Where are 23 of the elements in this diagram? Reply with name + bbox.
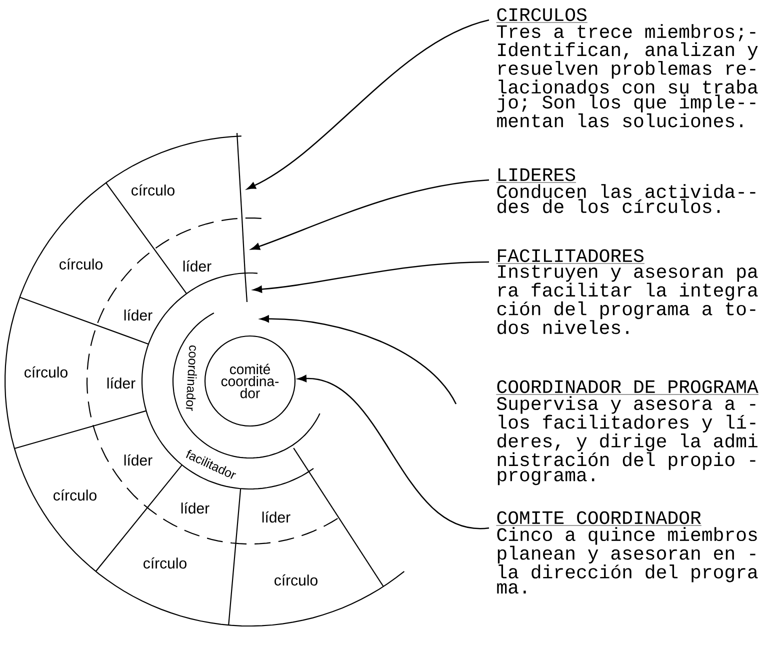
- arrow: [250, 179, 490, 250]
- description-text: CIRCULOS Tres a trece miembros;- Identifican, analizan y resuelven problemas re- lacionados con su traba jo; Son los que imple-- mentan las soluciones.: [496, 8, 758, 128]
- sector-label: líder: [262, 511, 290, 523]
- sector-label: líder: [124, 309, 152, 321]
- description-text: LIDERES Conducen las activida-- des de los círculos.: [496, 168, 756, 214]
- description-text: COORDINADOR DE PROGRAMA Supervisa y asesora a - los facilitadores y lí- deres, y dirige la admi nistración del propio - programa.: [496, 380, 759, 486]
- description-text: COMITE COORDINADOR Cinco a quince miembros planean y asesoran en - la dirección del progra ma.: [496, 511, 758, 594]
- sector-label: círculo: [132, 132, 243, 218]
- sector-label: líder: [107, 377, 136, 389]
- sector-label: círculo: [274, 574, 318, 586]
- sector-label: círculo: [54, 489, 96, 501]
- arrow: [246, 19, 490, 190]
- arrow: [298, 375, 490, 529]
- sector-label: líder: [181, 502, 210, 514]
- sector-label: círculo: [60, 258, 102, 270]
- ring-label: coordinador: [186, 346, 197, 411]
- sector-label: círculo: [144, 557, 186, 569]
- description-text: FACILITADORES Instruyen y asesoran pa ra facilitar la integra ción del programa a to- dos niveles.: [496, 249, 758, 334]
- sector-label: círculo: [24, 366, 68, 378]
- arrow: [260, 315, 457, 404]
- sector-label: líder: [183, 218, 246, 274]
- arrow: [253, 261, 490, 293]
- sector-label: líder: [124, 454, 152, 466]
